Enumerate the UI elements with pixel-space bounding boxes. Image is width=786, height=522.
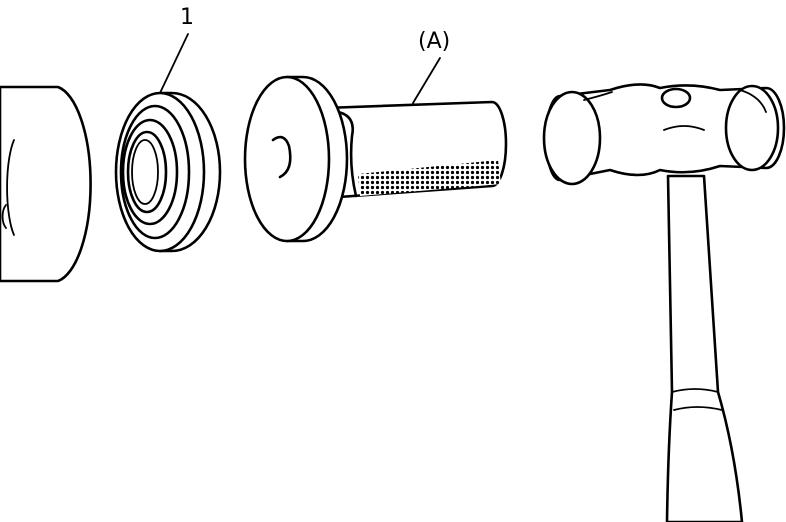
bearing-leader-line <box>159 33 189 94</box>
housing <box>0 85 92 283</box>
installer-label: (A) <box>418 29 450 54</box>
knurled-grip <box>358 160 501 196</box>
installer-leader-line <box>412 57 441 104</box>
hammer <box>542 83 786 522</box>
bearing-label: 1 <box>180 5 194 30</box>
bearing <box>114 91 222 253</box>
bearing-installer <box>243 75 508 243</box>
